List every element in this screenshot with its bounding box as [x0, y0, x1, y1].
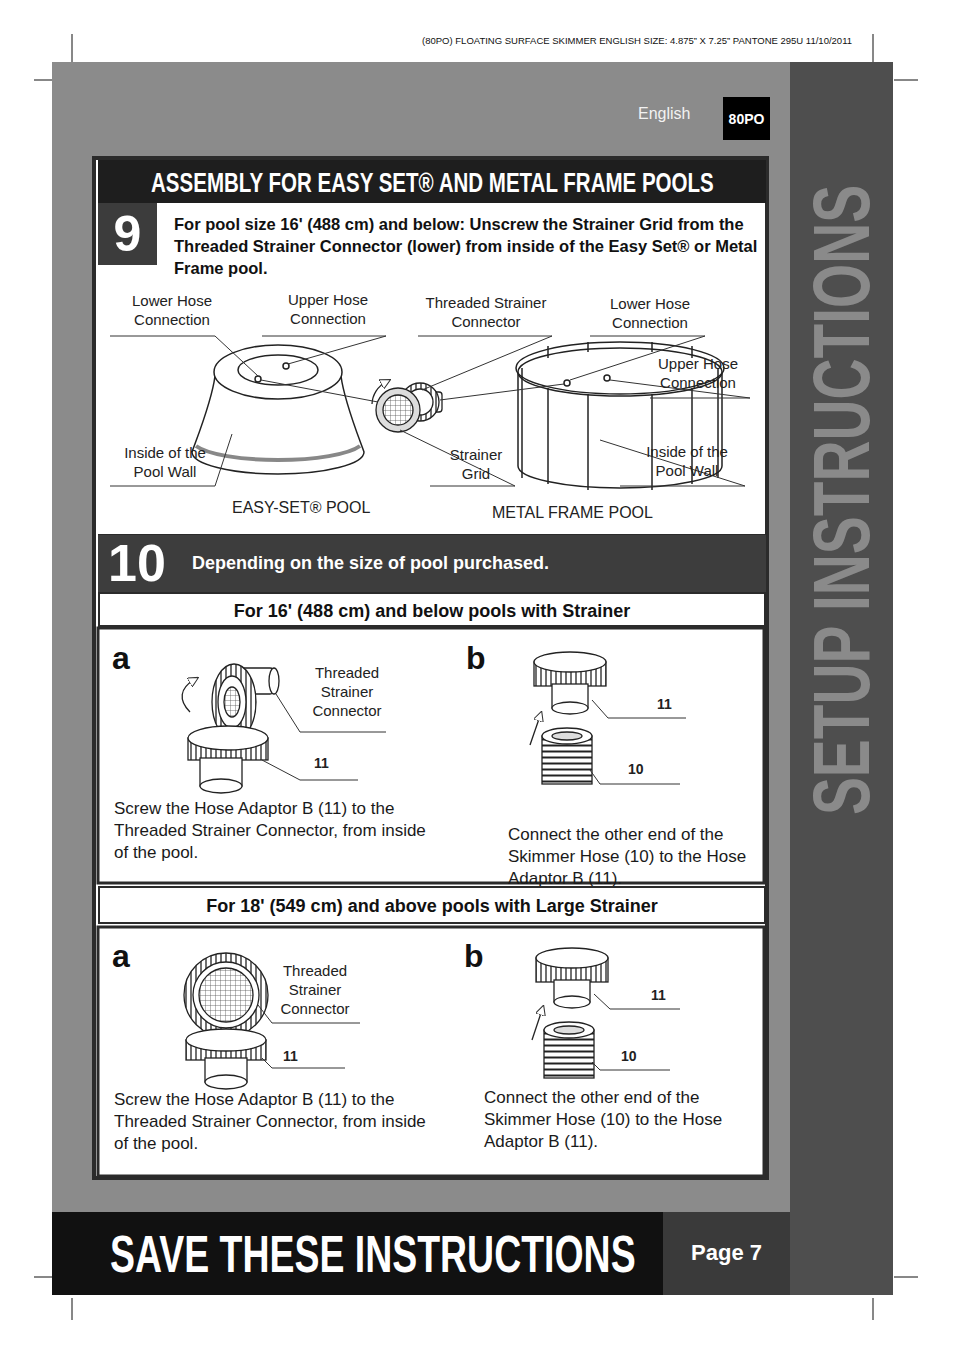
node-text: Connect the other end of the Skimmer Hos…	[484, 1087, 754, 1153]
side-strip	[790, 62, 893, 1295]
part-label: Lower Hose Connection	[596, 294, 704, 332]
node-text: 9	[98, 203, 157, 265]
callout-number: 11	[314, 754, 344, 772]
large-strainer-assembly	[184, 953, 268, 1089]
strainer-parts	[372, 382, 442, 432]
watermark: SETUP INSTRUCTIONS	[802, 185, 882, 815]
node-text: 80PO	[723, 110, 770, 128]
node-text: For pool size 16' (488 cm) and below: Un…	[174, 213, 759, 279]
node-text: 10	[108, 535, 166, 592]
sub-heading-band: For 18' (549 cm) and above pools with La…	[98, 886, 766, 924]
crop-marks	[34, 34, 918, 1320]
instruction-panel: bConnect the other end of the Skimmer Ho…	[430, 632, 762, 880]
step-band: 10 Depending on the size of pool purchase…	[98, 535, 766, 596]
footer-band: SAVE THESE INSTRUCTIONS Page 7	[52, 1212, 790, 1295]
part-label: Threaded Strainer Connector	[306, 663, 388, 720]
leader-lines	[590, 700, 686, 784]
part-label: Inside of the Pool Wall	[632, 442, 742, 480]
title-band: ASSEMBLY FOR EASY SET® AND METAL FRAME P…	[98, 160, 766, 203]
print-spec: (80PO) FLOATING SURFACE SKIMMER ENGLISH …	[300, 35, 852, 47]
node-text: ASSEMBLY FOR EASY SET® AND METAL FRAME P…	[151, 166, 714, 200]
part-label: Upper Hose Connection	[644, 354, 752, 392]
part-label: Lower Hose Connection	[116, 291, 228, 329]
node-text: Connect the other end of the Skimmer Hos…	[508, 824, 762, 890]
part-label: Strainer Grid	[436, 445, 516, 483]
node-text: Screw the Hose Adaptor B (11) to the Thr…	[114, 798, 436, 864]
instruction-panel: bConnect the other end of the Skimmer Ho…	[430, 930, 762, 1174]
node-text: Depending on the size of pool purchased.	[192, 552, 752, 574]
pool-caption: METAL FRAME POOL	[492, 503, 692, 523]
adaptor-assembly	[182, 664, 279, 793]
leader-lines	[592, 994, 680, 1070]
step-panel-frame	[98, 628, 764, 883]
watermark-holder: SETUP INSTRUCTIONS	[790, 160, 893, 840]
part-label: Upper Hose Connection	[272, 290, 384, 328]
node-text: b	[466, 638, 486, 678]
hose-assembly	[530, 652, 606, 784]
sub-heading-band: For 16' (488 cm) and below pools with St…	[98, 592, 766, 627]
callout-number: 11	[651, 986, 681, 1004]
node-text: a	[112, 638, 130, 678]
callout-number: 11	[283, 1047, 313, 1065]
callout-number: 10	[628, 760, 658, 778]
code-badge: 80PO	[723, 97, 770, 140]
pool-caption: EASY-SET® POOL	[232, 498, 422, 518]
node-text: For 18' (549 cm) and above pools with La…	[100, 895, 764, 917]
node-text: SAVE THESE INSTRUCTIONS	[110, 1226, 636, 1282]
leader-lines	[110, 336, 750, 486]
part-label: Threaded Strainer Connector	[274, 961, 356, 1018]
part-label: Inside of the Pool Wall	[110, 443, 220, 481]
part-label: Threaded Strainer Connector	[410, 293, 562, 331]
instruction-panel: aScrew the Hose Adaptor B (11) to the Th…	[100, 930, 430, 1174]
grey-ground	[52, 62, 790, 1212]
node-text: For 16' (488 cm) and below pools with St…	[100, 600, 764, 622]
node-text: b	[464, 936, 484, 976]
hose-assembly	[532, 948, 608, 1078]
page-box: Page 7	[663, 1212, 790, 1295]
instruction-panel: aScrew the Hose Adaptor B (11) to the Th…	[100, 632, 430, 880]
node-text: Page 7	[663, 1240, 790, 1266]
step-panel-frame	[98, 927, 764, 1176]
callout-number: 10	[621, 1047, 651, 1065]
easy-set-pool	[192, 345, 364, 474]
language-label: English	[638, 104, 713, 124]
white-panel	[94, 158, 767, 1178]
node-text: a	[112, 936, 130, 976]
callout-number: 11	[657, 695, 687, 713]
node-text: Screw the Hose Adaptor B (11) to the Thr…	[114, 1089, 436, 1155]
